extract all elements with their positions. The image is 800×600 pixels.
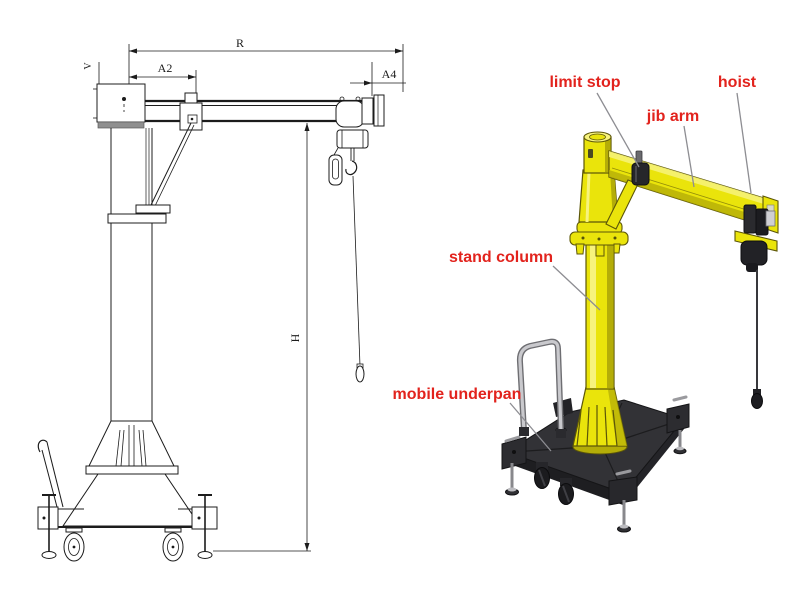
engineering-drawing-2d: R A2 A4 H V <box>37 36 406 562</box>
label-limit-stop: limit stop <box>549 74 620 91</box>
dimension-r <box>128 44 404 92</box>
leveling-screw-left-2d <box>41 494 57 559</box>
pivot-head-3d <box>583 131 612 174</box>
dim-label-h: H <box>288 333 302 342</box>
push-handle-3d <box>516 338 566 438</box>
brace-2d <box>150 122 195 207</box>
stand-column-2d <box>107 128 171 421</box>
dim-label-a2: A2 <box>158 61 173 75</box>
caster-3d <box>534 462 574 505</box>
label-stand-column: stand column <box>449 249 553 266</box>
label-jib-arm: jib arm <box>646 108 699 125</box>
dim-label-r: R <box>236 36 244 50</box>
limit-stop-3d <box>631 150 650 186</box>
leader-lines <box>509 92 752 452</box>
hoist-3d <box>734 204 778 409</box>
leveling-screw-right-2d <box>197 494 213 559</box>
hoist-2d <box>328 96 374 383</box>
render-3d: limit stop hoist jib arm stand column mo… <box>393 74 779 533</box>
stand-column-3d <box>569 131 629 455</box>
trolley-2d <box>179 92 203 131</box>
push-handle-2d <box>37 439 64 508</box>
label-hoist: hoist <box>718 74 757 91</box>
caster-left-2d <box>63 527 85 562</box>
dim-label-v: V <box>83 62 94 70</box>
caster-right-2d <box>162 527 184 562</box>
dimension-a4 <box>350 62 406 96</box>
dim-label-a4: A4 <box>382 67 397 81</box>
base-2d <box>37 420 218 530</box>
pivot-housing-2d <box>96 83 146 129</box>
label-mobile-underpan: mobile underpan <box>393 386 522 403</box>
dimension-h <box>213 123 311 552</box>
